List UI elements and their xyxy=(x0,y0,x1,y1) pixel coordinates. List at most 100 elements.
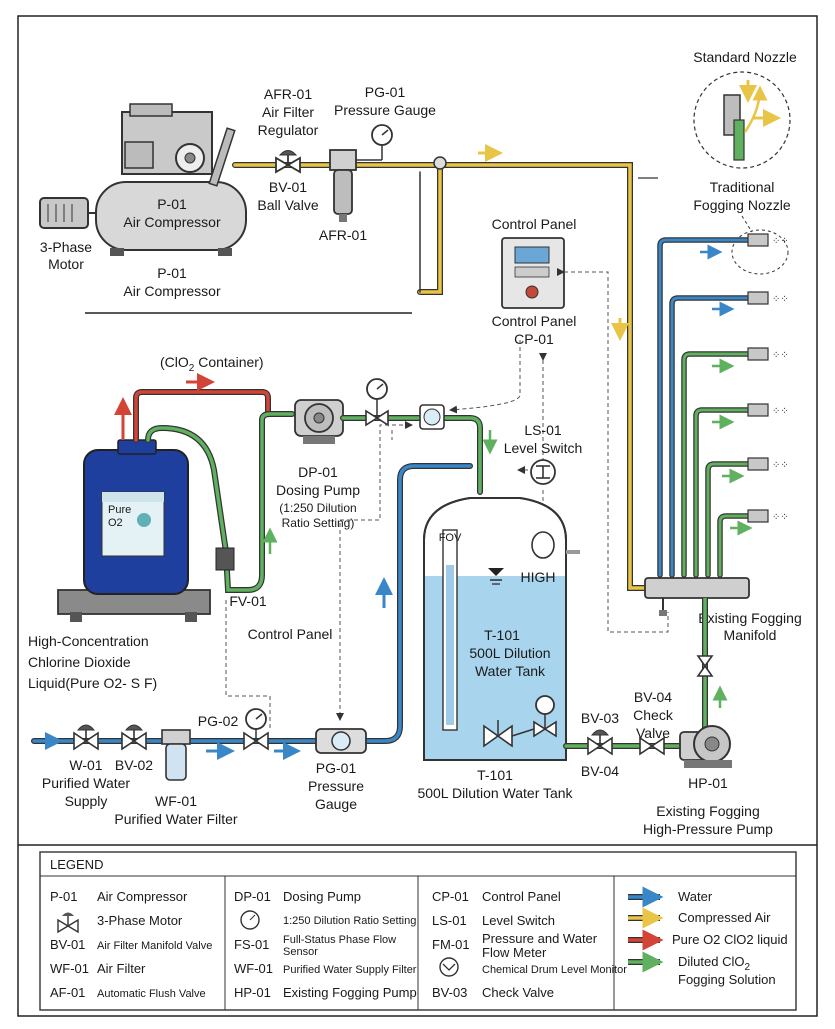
legend-text: Automatic Flush Valve xyxy=(97,988,206,1000)
pg01-bottom-line1: Pressure xyxy=(308,778,364,794)
wf01-name: Purified Water Filter xyxy=(114,811,238,827)
bv04-check-line2: Valve xyxy=(636,725,670,741)
ball-valve-bv01 xyxy=(275,150,301,174)
legend-text: Purified Water Supply Filter xyxy=(283,964,417,976)
w01-code: W-01 xyxy=(69,757,102,773)
water-filter-wf01 xyxy=(161,729,191,781)
hp01-line2: High-Pressure Pump xyxy=(643,821,773,837)
pg02-code: PG-02 xyxy=(198,713,239,729)
tank-high-label: HIGH xyxy=(521,569,556,585)
afr-top-code: AFR-01 xyxy=(264,86,312,102)
suction-line xyxy=(145,411,295,593)
manifold-label-2: Manifold xyxy=(724,627,777,643)
wf01-code: WF-01 xyxy=(155,793,197,809)
dp01-note2: Ratio Setting) xyxy=(282,516,355,530)
valve-icon xyxy=(57,912,79,934)
ls01-code: LS-01 xyxy=(524,422,562,438)
hp01-line1: Existing Fogging xyxy=(656,803,760,819)
hp01-code: HP-01 xyxy=(688,775,728,791)
legend-text-2: Sensor xyxy=(283,946,318,958)
chemical-desc-1: High-Concentration xyxy=(28,633,149,649)
riser-valve xyxy=(696,655,714,677)
afr-bottom-code: AFR-01 xyxy=(319,227,367,243)
legend xyxy=(39,851,797,1011)
dosing-pump xyxy=(294,399,344,444)
pg01-bottom-code: PG-01 xyxy=(316,760,357,776)
cp-top-title: Control Panel xyxy=(492,216,577,232)
diagram-frame xyxy=(17,15,818,1017)
legend-code: WF-01 xyxy=(50,961,89,976)
drum-label-1: Pure xyxy=(108,504,131,516)
flow-direction-arrows xyxy=(700,244,753,536)
svg-text:⁘⁘: ⁘⁘ xyxy=(772,512,789,523)
dilution-tank xyxy=(423,497,580,761)
legend-text: Full-Status Phase Flow xyxy=(283,934,396,946)
svg-text:⁘⁘: ⁘⁘ xyxy=(772,406,789,417)
chemical-desc-3: Liquid(Pure O2- S F) xyxy=(28,675,157,691)
flow-meter-pg01 xyxy=(315,728,367,754)
bv04-code: BV-04 xyxy=(581,763,619,779)
level-switch xyxy=(530,459,556,485)
dp01-note1: (1:250 Dilution xyxy=(279,501,356,515)
legend-text: Chemical Drum Level Monitor xyxy=(482,964,627,976)
legend-text: 3-Phase Motor xyxy=(97,913,183,928)
cp-top-line2: CP-01 xyxy=(514,331,554,347)
legend-code: DP-01 xyxy=(234,889,271,904)
valve-w01 xyxy=(73,724,99,751)
air-tee-junction xyxy=(433,156,447,170)
fogging-nozzles: ⁘⁘ ⁘⁘ ⁘⁘ ⁘⁘ ⁘⁘ ⁘⁘ xyxy=(747,233,789,523)
legend-text: Check Valve xyxy=(482,985,554,1000)
legend-code: CP-01 xyxy=(432,889,469,904)
control-signal-lines xyxy=(225,268,669,730)
dp01-name: Dosing Pump xyxy=(276,482,360,498)
legend-code: HP-01 xyxy=(234,985,271,1000)
motor-label-1: 3-Phase xyxy=(40,239,92,255)
svg-text:⁘⁘: ⁘⁘ xyxy=(772,350,789,361)
control-panel-cp01 xyxy=(501,237,565,309)
legend-code: LS-01 xyxy=(432,913,467,928)
pressure-gauge-icon xyxy=(240,910,260,930)
legend-text-2: Fogging Solution xyxy=(678,972,776,987)
valve-bv03 xyxy=(587,729,613,756)
compressor-code: P-01 xyxy=(157,196,187,212)
high-pressure-pump xyxy=(679,725,732,768)
svg-text:⁘⁘: ⁘⁘ xyxy=(772,294,789,305)
legend-code: AF-01 xyxy=(50,985,85,1000)
legend-code: WF-01 xyxy=(234,961,273,976)
bv04-check-code: BV-04 xyxy=(634,689,672,705)
tank-gauge-mark: FOV xyxy=(439,532,462,544)
compressor-name: Air Compressor xyxy=(123,214,221,230)
fv01-code: FV-01 xyxy=(229,593,267,609)
pressure-gauge-icon xyxy=(535,695,555,715)
pure-liquid-line xyxy=(133,389,271,443)
bv01-code: BV-01 xyxy=(269,179,307,195)
legend-code: BV-03 xyxy=(432,985,467,1000)
chemical-desc-2: Chlorine Dioxide xyxy=(28,654,131,670)
level-monitor-icon xyxy=(439,957,459,977)
legend-code: FM-01 xyxy=(432,937,470,952)
legend-text: Dosing Pump xyxy=(283,889,361,904)
w01-line1: Purified Water xyxy=(42,775,131,791)
dosing-discharge-line xyxy=(340,415,483,495)
bv02-code: BV-02 xyxy=(115,757,153,773)
legend-text: Control Panel xyxy=(482,889,561,904)
afr-top-line1: Air Filter xyxy=(262,104,314,120)
pg01-top-code: PG-01 xyxy=(365,84,406,100)
control-panel-mid-label: Control Panel xyxy=(248,626,333,642)
legend-text: Diluted ClO2 xyxy=(678,954,750,973)
nozzle-traditional-2: Fogging Nozzle xyxy=(693,197,790,213)
discharge-valve xyxy=(365,378,389,427)
pg01-top-name: Pressure Gauge xyxy=(334,102,436,118)
motor-label-2: Motor xyxy=(48,256,84,272)
legend-text: Air Filter xyxy=(97,961,146,976)
bv03-code: BV-03 xyxy=(581,710,619,726)
legend-code: BV-01 xyxy=(50,937,85,952)
air-compressor xyxy=(39,103,247,256)
legend-code: P-01 xyxy=(50,889,77,904)
legend-text: Pure O2 ClO2 liquid xyxy=(672,932,788,947)
nozzle-standard-label: Standard Nozzle xyxy=(693,49,797,65)
legend-text: Compressed Air xyxy=(678,910,771,925)
drum-label-2: O2 xyxy=(108,517,123,529)
